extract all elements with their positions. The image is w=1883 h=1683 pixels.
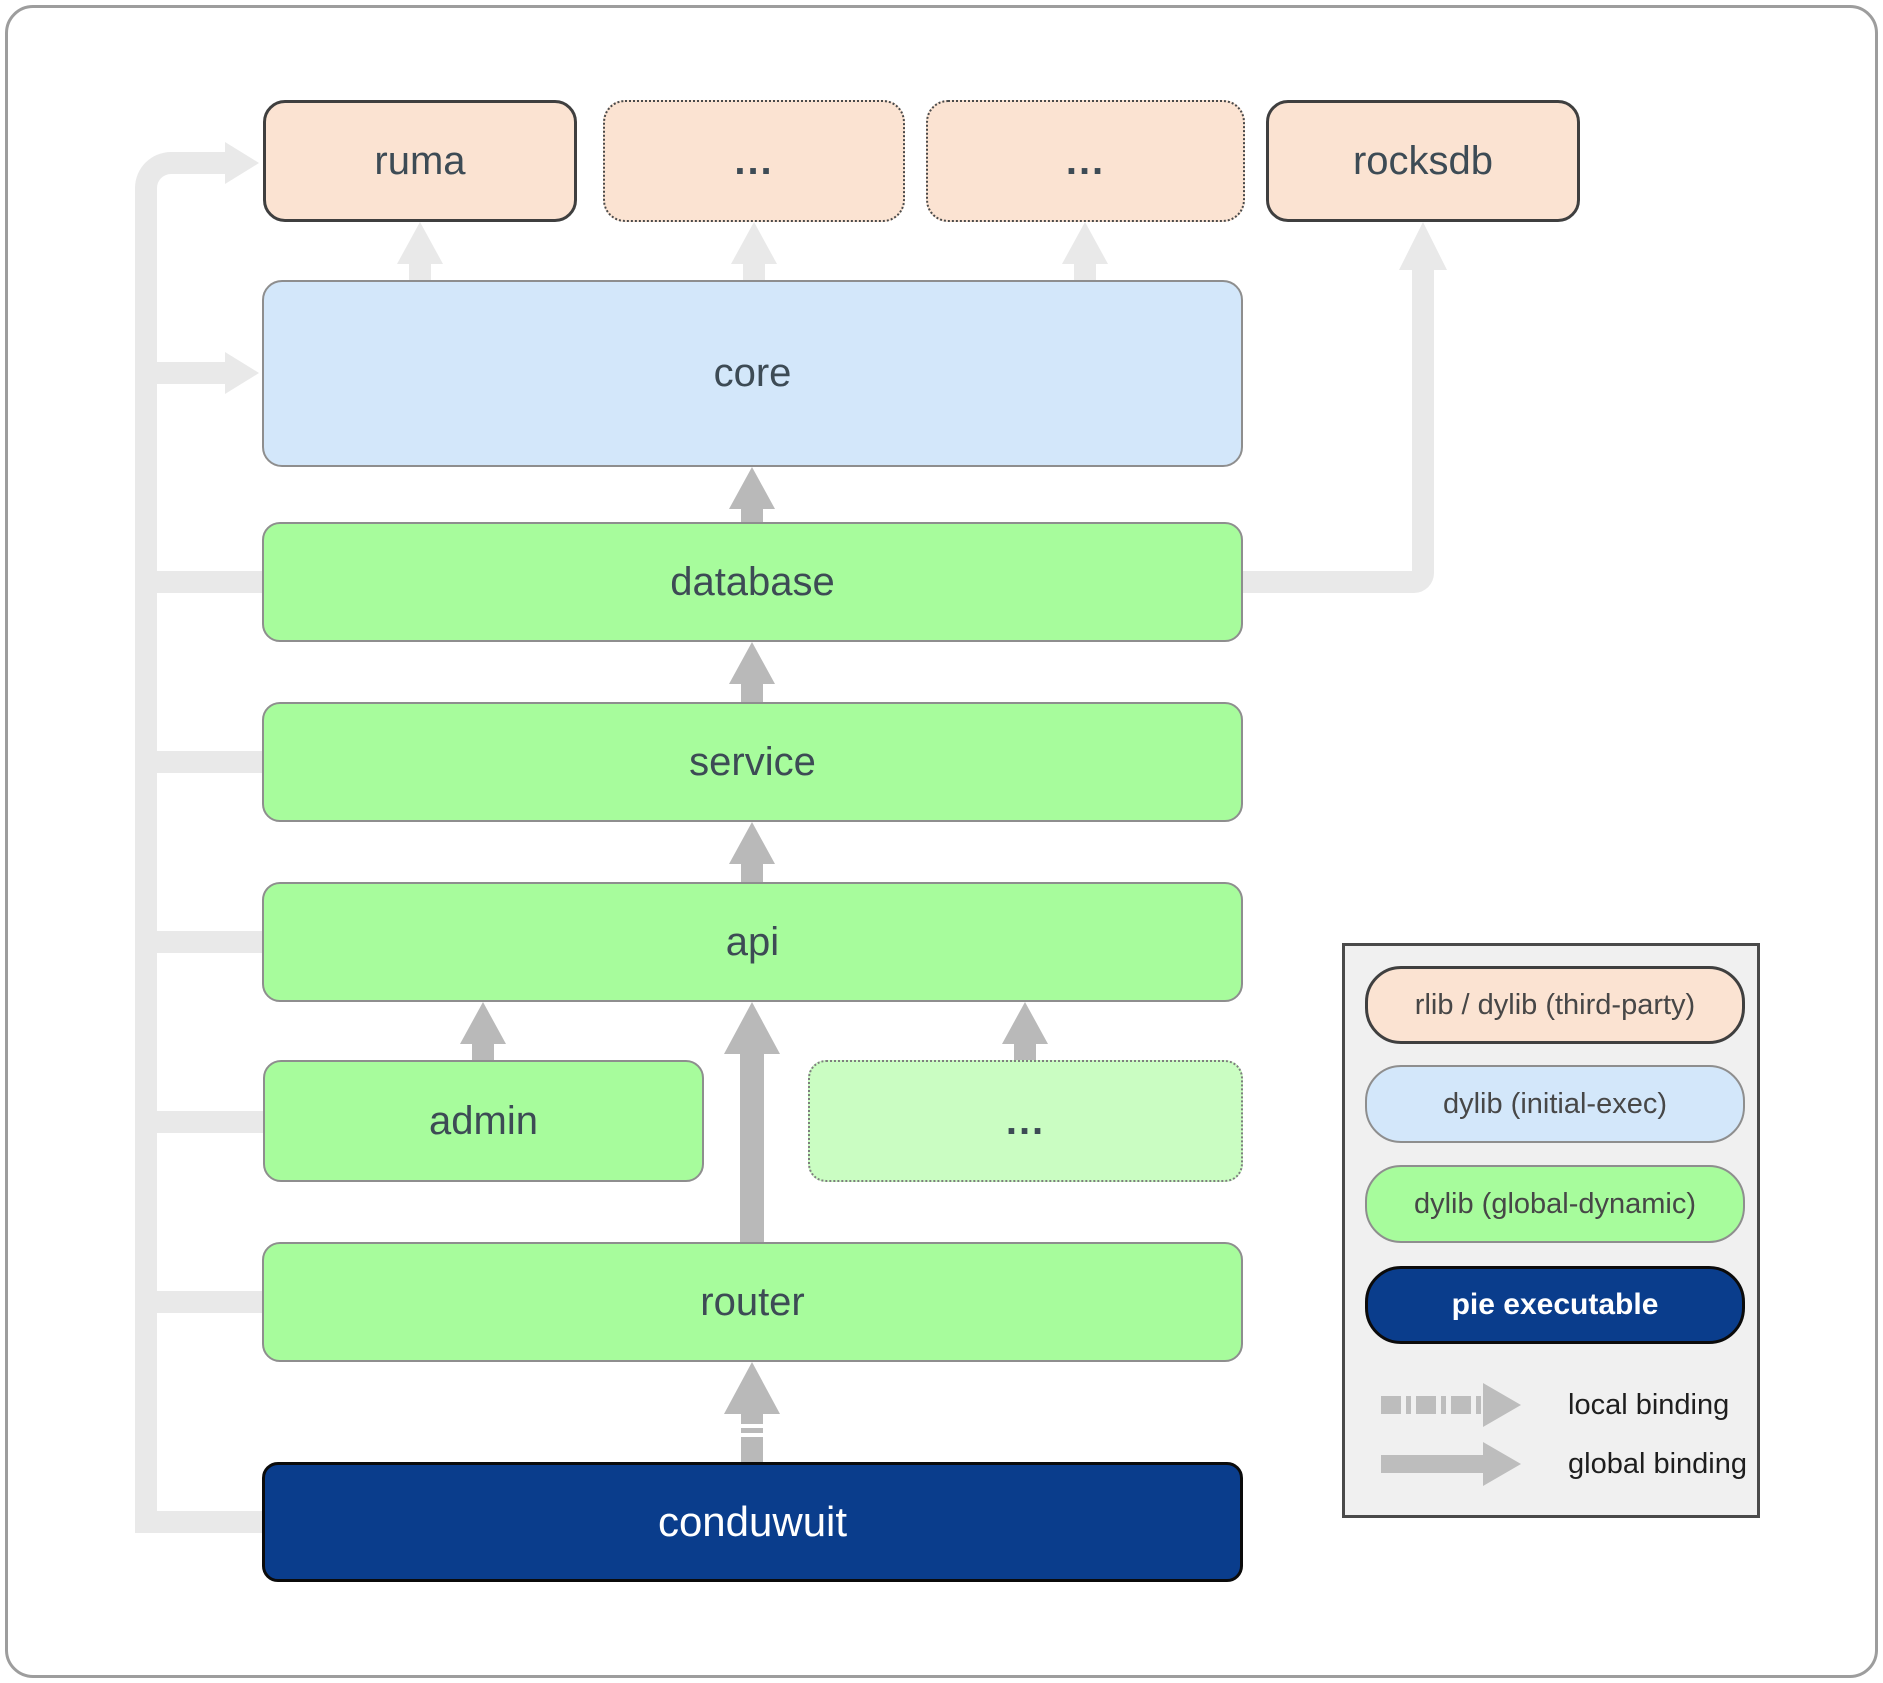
arrow-database-to-rocksdb-horizontal (1243, 571, 1434, 593)
arrow-admin-to-api-shaft (472, 1042, 494, 1060)
node-admin-label: admin (429, 1098, 538, 1143)
conduwuit-rail (135, 152, 225, 1533)
rail-stub-api (157, 931, 263, 953)
arrow-dots-to-api-shaft (1014, 1042, 1036, 1060)
local-binding-arrow-head-icon (1483, 1383, 1521, 1427)
legend-item-pie-executable: pie executable (1365, 1266, 1745, 1344)
legend-item-label: dylib (initial-exec) (1442, 1087, 1667, 1120)
arrow-core-to-dots1-shaft (743, 262, 765, 280)
arrow-admin-to-api-head-icon (460, 1002, 506, 1044)
node-conduwuit: conduwuit (262, 1462, 1243, 1582)
node-router-label: router (700, 1279, 805, 1324)
outer-frame (5, 5, 1878, 1678)
node-third-party-ellipsis-2: ... (926, 100, 1245, 222)
rail-stub-router (157, 1291, 263, 1313)
arrow-router-to-api-head-icon (724, 1002, 780, 1054)
global-binding-arrow-shaft (1381, 1455, 1483, 1473)
arrow-core-to-dots1-head-icon (731, 222, 777, 264)
arrow-database-to-rocksdb-vertical (1412, 268, 1434, 573)
arrow-core-to-dots2-shaft (1074, 262, 1096, 280)
node-api-label: api (725, 919, 780, 964)
node-api: api (262, 882, 1243, 1002)
rail-branch-core (157, 362, 225, 384)
local-binding-arrow-shaft (1381, 1396, 1483, 1414)
node-conduwuit-label: conduwuit (657, 1498, 848, 1545)
arrow-dots-to-api-head-icon (1002, 1002, 1048, 1044)
legend: rlib / dylib (third-party) dylib (initia… (1342, 943, 1760, 1518)
legend-item-label: dylib (global-dynamic) (1413, 1187, 1697, 1220)
node-service-label: service (689, 739, 816, 784)
arrow-core-to-ruma-shaft (409, 262, 431, 280)
node-rocksdb-label: rocksdb (1352, 138, 1494, 183)
node-router: router (262, 1242, 1243, 1362)
node-third-party-ellipsis-1: ... (603, 100, 905, 222)
rail-stub-service (157, 751, 263, 773)
node-admin: admin (263, 1060, 704, 1182)
arrow-conduwuit-to-router-head-icon (724, 1362, 780, 1414)
legend-item-third-party: rlib / dylib (third-party) (1365, 966, 1745, 1044)
arrow-service-to-database-shaft (741, 682, 763, 702)
global-binding-arrow-head-icon (1483, 1442, 1521, 1486)
arrow-conduwuit-to-router-shaft (741, 1412, 763, 1462)
node-core-label: core (713, 351, 792, 395)
node-ellipsis-label: ... (1065, 138, 1106, 183)
arrow-api-to-service-head-icon (729, 822, 775, 864)
node-ruma-label: ruma (374, 138, 466, 183)
node-rocksdb: rocksdb (1266, 100, 1580, 222)
arrow-core-to-dots2-head-icon (1062, 222, 1108, 264)
legend-item-label: pie executable (1451, 1288, 1659, 1321)
node-database: database (262, 522, 1243, 642)
node-database-label: database (670, 559, 835, 604)
legend-item-initial-exec: dylib (initial-exec) (1365, 1065, 1745, 1143)
rail-stub-conduwuit (157, 1511, 263, 1533)
arrow-service-to-database-head-icon (729, 642, 775, 684)
arrow-database-to-rocksdb-head-icon (1399, 222, 1447, 270)
node-ellipsis-label: ... (734, 138, 774, 183)
arrow-database-to-core-shaft (741, 507, 763, 522)
arrow-core-to-ruma-head-icon (397, 222, 443, 264)
node-ruma: ruma (263, 100, 577, 222)
arrow-router-to-api-shaft (740, 1052, 764, 1242)
rail-stub-admin (157, 1111, 263, 1133)
rail-stub-database (157, 571, 263, 593)
global-binding-label: global binding (1568, 1448, 1747, 1480)
node-dylib-ellipsis: ... (808, 1060, 1243, 1182)
node-core: core (262, 280, 1243, 467)
legend-item-label: rlib / dylib (third-party) (1414, 988, 1696, 1021)
node-ellipsis-label: ... (1005, 1098, 1046, 1143)
node-service: service (262, 702, 1243, 822)
rail-arrow-head-ruma-icon (225, 142, 259, 184)
arrow-database-to-core-head-icon (729, 467, 775, 509)
local-binding-label: local binding (1568, 1389, 1730, 1421)
arrow-api-to-service-shaft (741, 862, 763, 882)
rail-arrow-head-core-icon (225, 352, 259, 394)
legend-item-global-dynamic: dylib (global-dynamic) (1365, 1165, 1745, 1243)
